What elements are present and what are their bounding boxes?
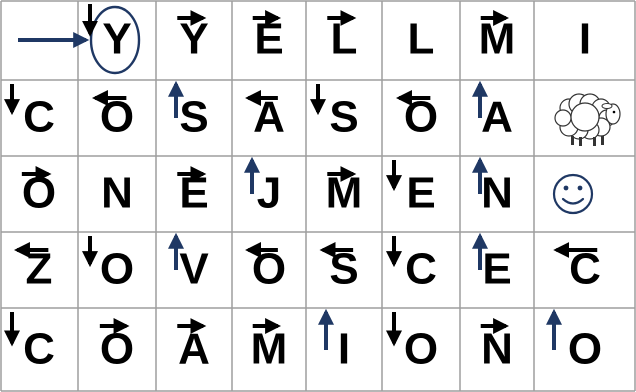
grid-cell: J (257, 169, 281, 218)
grid-cell: N (101, 169, 133, 218)
cell-letter: A (178, 325, 210, 374)
cell-letter: O (404, 325, 438, 374)
grid-cell: O (100, 325, 134, 374)
cell-letter: Y (102, 15, 131, 64)
cell-letter: E (482, 245, 511, 294)
grid-cell: N (481, 325, 513, 374)
cell-letter: N (481, 325, 513, 374)
cell-letter: C (405, 245, 437, 294)
grid-cell: L (408, 15, 435, 64)
grid-cell: C (405, 245, 437, 294)
cell-letter: O (100, 245, 134, 294)
cell-letter: O (100, 325, 134, 374)
grid-cell: A (481, 93, 513, 142)
grid-cell: E (482, 245, 511, 294)
cell-letter: A (481, 93, 513, 142)
cell-letter: Y (179, 15, 208, 64)
grid-cell: Y (179, 15, 208, 64)
grid-cell: O (568, 325, 602, 374)
cell-letter: S (179, 93, 208, 142)
cell-letter: O (568, 325, 602, 374)
grid-cell: E (254, 15, 283, 64)
grid-cell: O (404, 325, 438, 374)
cell-letter: N (481, 169, 513, 218)
grid-cell: L (331, 15, 358, 64)
grid-cell: I (579, 15, 591, 64)
grid-cell: O (100, 245, 134, 294)
cell-letter: S (329, 93, 358, 142)
cell-letter: J (257, 169, 281, 218)
grid-cell (555, 94, 620, 146)
sheep-icon (555, 94, 620, 146)
cell-letter: M (479, 15, 516, 64)
grid-cell: S (329, 93, 358, 142)
cell-letter: E (406, 169, 435, 218)
cell-letter: C (23, 325, 55, 374)
smiley-icon (554, 175, 592, 213)
cell-letter: L (408, 15, 435, 64)
cell-letter: C (23, 93, 55, 142)
cell-letter: I (338, 325, 350, 374)
grid-cell: C (23, 93, 55, 142)
grid-cell: M (251, 325, 288, 374)
grid-cell: M (479, 15, 516, 64)
grid-cell: N (481, 169, 513, 218)
cell-letter: L (331, 15, 358, 64)
cell-letter: V (179, 245, 209, 294)
grid-cell: C (23, 325, 55, 374)
grid-cell: A (178, 325, 210, 374)
grid-cell: S (179, 93, 208, 142)
grid-cell (554, 175, 592, 213)
cell-letter: N (101, 169, 133, 218)
cell-letter: I (579, 15, 591, 64)
cell-letter: M (251, 325, 288, 374)
grid-cell: V (179, 245, 209, 294)
grid-cell: I (338, 325, 350, 374)
cell-letter: E (254, 15, 283, 64)
grid-cell: Y (91, 7, 139, 73)
grid-cell: E (406, 169, 435, 218)
